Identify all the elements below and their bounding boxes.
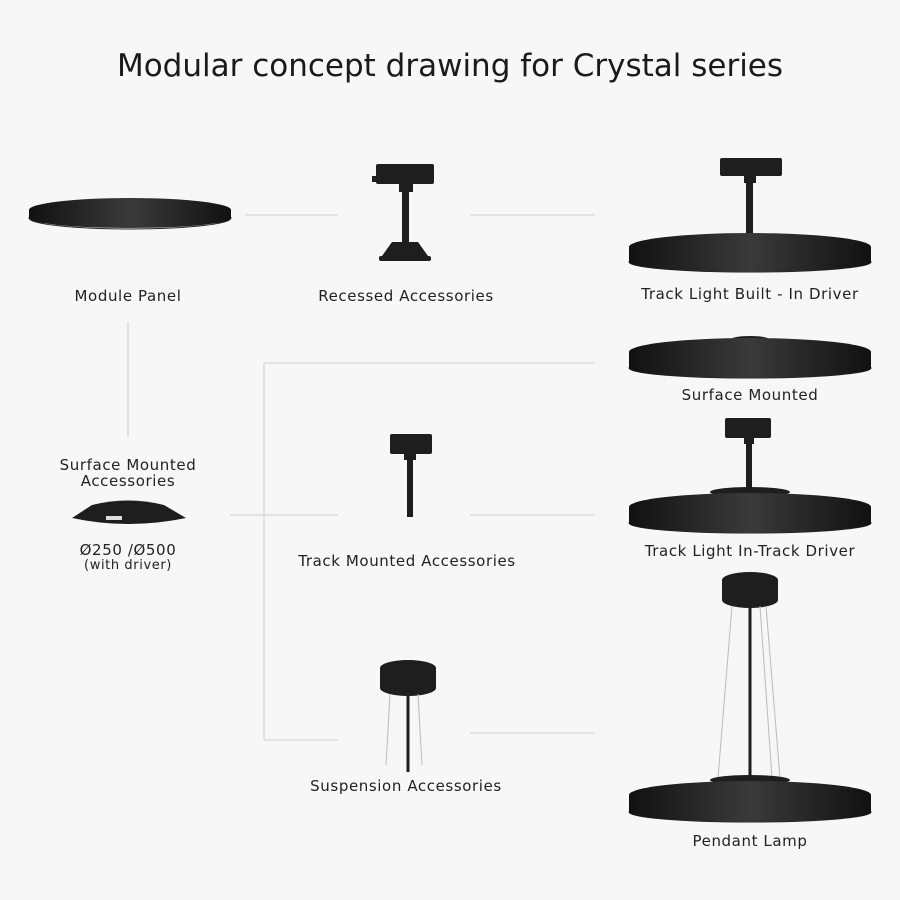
label-module-panel: Module Panel [74,287,182,305]
label-recessed: Recessed Accessories [318,287,494,305]
page-title: Modular concept drawing for Crystal seri… [116,48,784,84]
surface-mounted-image [628,336,872,379]
label-surface-acc-line1: Surface Mounted [59,456,197,474]
suspension-accessory-image [380,660,436,772]
label-track-mounted: Track Mounted Accessories [298,552,516,570]
label-surface-mounted: Surface Mounted [681,386,819,404]
label-driver-note: (with driver) [84,558,172,573]
track-intrack-image [628,418,872,534]
track-builtin-image [628,158,872,273]
surface-accessory-image [72,500,186,524]
track-mounted-accessory-image [390,434,432,517]
recessed-accessory-image [372,164,434,261]
pendant-lamp-image [628,572,872,823]
module-panel-image [28,198,232,230]
connector-lines [127,214,595,741]
label-suspension: Suspension Accessories [310,777,502,795]
label-track-intrack: Track Light In-Track Driver [644,542,856,560]
label-pendant: Pendant Lamp [692,832,808,850]
label-size: Ø250 /Ø500 [79,541,177,559]
label-surface-acc-line2: Accessories [80,472,176,490]
label-track-builtin: Track Light Built - In Driver [641,285,859,303]
